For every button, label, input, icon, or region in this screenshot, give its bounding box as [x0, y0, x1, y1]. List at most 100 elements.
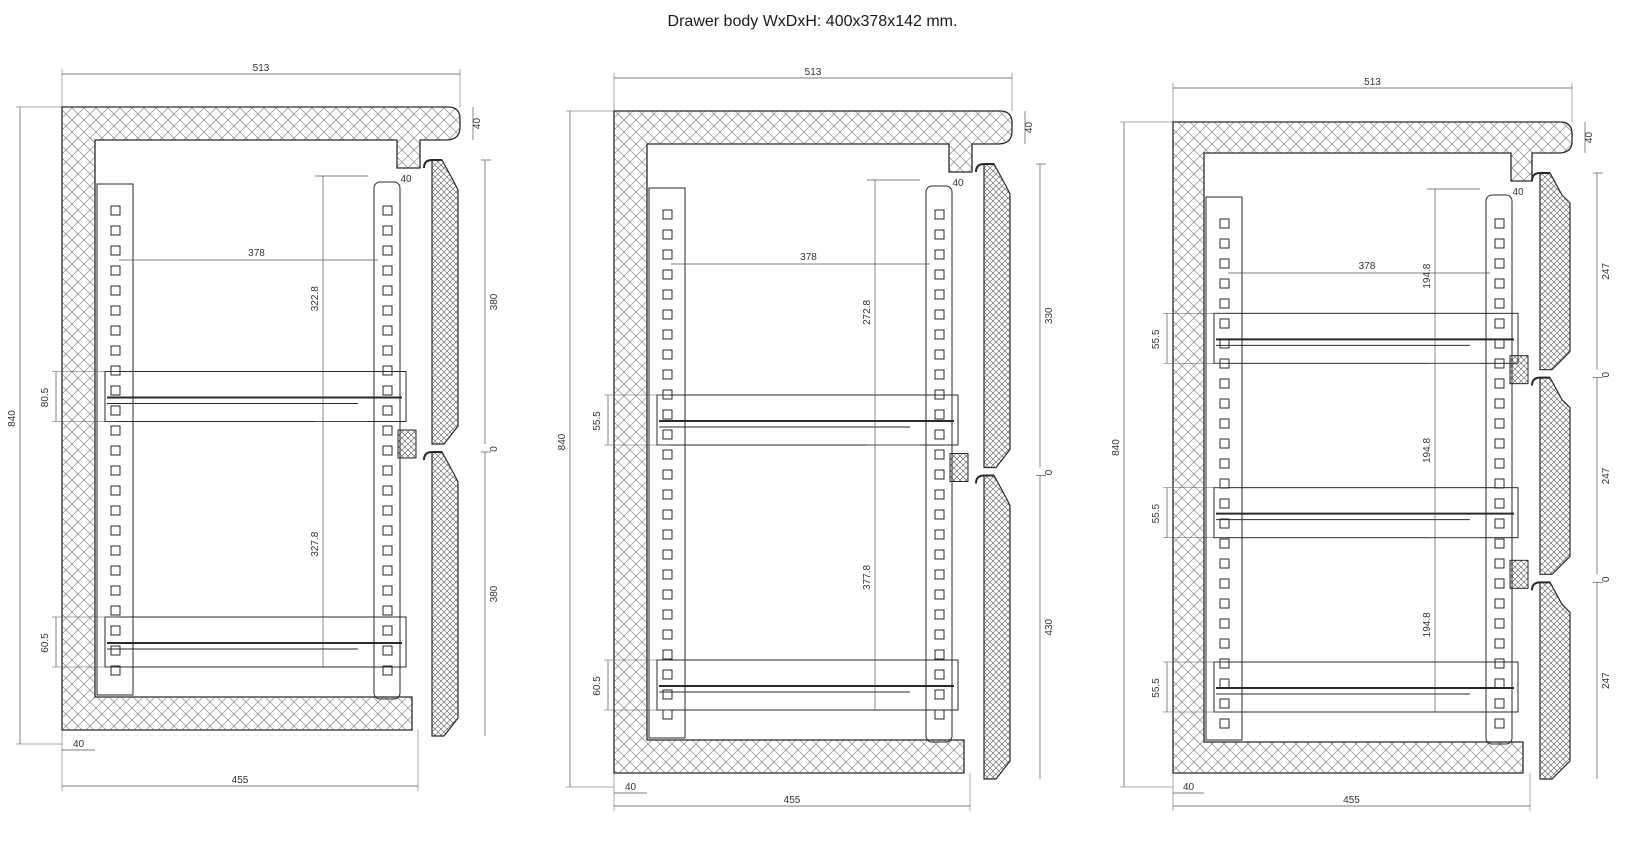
rail-slot [1219, 578, 1230, 589]
rail-slot [1494, 578, 1505, 589]
rail-slot [110, 405, 121, 416]
rail-slot [934, 589, 945, 600]
left-rail [648, 187, 686, 739]
overall-width-label: 513 [253, 63, 270, 74]
overall-height-label: 840 [7, 410, 18, 427]
rail-slot [1219, 418, 1230, 429]
cabinet-view-three-drawer: 24702470247194.855.5194.855.5194.855.537… [1111, 77, 1612, 811]
rail-slot [1494, 418, 1505, 429]
rail-slot [1219, 278, 1230, 289]
drawer-height-label: 377.8 [862, 565, 873, 590]
rail-slot [934, 489, 945, 500]
rail-slot [382, 265, 393, 276]
rail-slot [382, 625, 393, 636]
rail-slot [110, 505, 121, 516]
rail-slot [662, 369, 673, 380]
rail-slot [382, 465, 393, 476]
rail-slot [662, 309, 673, 320]
drawer-front [1539, 581, 1571, 780]
rail-slot [1494, 538, 1505, 549]
rail-slot [934, 289, 945, 300]
drawer-basket [1213, 661, 1519, 713]
rail-slot [1494, 378, 1505, 389]
inner-width-label: 455 [784, 795, 801, 806]
rail-slot [934, 409, 945, 420]
rail-slot [110, 605, 121, 616]
rail-slot [662, 689, 673, 700]
wall-thickness-label: 40 [1183, 782, 1195, 793]
rail-slot [662, 589, 673, 600]
rail-slot [110, 565, 121, 576]
rail-slot [934, 509, 945, 520]
rail-slot [934, 269, 945, 280]
drawer-height-label: 194.8 [1422, 263, 1433, 288]
rail-slot [934, 629, 945, 640]
front-handle [1531, 376, 1550, 386]
rail-slot [934, 649, 945, 660]
seal-block [1509, 355, 1529, 385]
rail-slot [382, 345, 393, 356]
rail-slot [382, 285, 393, 296]
rail-slot [662, 569, 673, 580]
front-height-label: 430 [1044, 618, 1055, 635]
rail-slot [662, 709, 673, 720]
rail-slot [382, 405, 393, 416]
rail-slot [1219, 618, 1230, 629]
rail-slot [110, 485, 121, 496]
rail-slot [662, 629, 673, 640]
rail-slot [662, 609, 673, 620]
rail-slot [1219, 698, 1230, 709]
front-handle [975, 474, 994, 484]
rail-slot [934, 549, 945, 560]
rail-slot [662, 249, 673, 260]
rail-slot [1219, 398, 1230, 409]
drawer-front [431, 451, 459, 737]
rail-slot [110, 645, 121, 656]
front-height-label: 247 [1601, 263, 1612, 280]
rail-slot [1494, 298, 1505, 309]
overall-height-label: 840 [557, 433, 568, 450]
rail-slot [110, 385, 121, 396]
rail-slot [934, 209, 945, 220]
rail-slot [1494, 438, 1505, 449]
rail-slot [662, 329, 673, 340]
rail-slot [662, 289, 673, 300]
drawer-front [431, 159, 459, 445]
rail-offset-label: 55.5 [1151, 678, 1162, 698]
rail-slot [1494, 518, 1505, 529]
drawer-front [983, 474, 1011, 780]
rail-slot [1219, 458, 1230, 469]
rail-slot [110, 545, 121, 556]
rail-slot [110, 465, 121, 476]
cabinet-view-two-drawer-unequal: 3300430272.855.5377.860.5378513455404040… [557, 67, 1055, 811]
gap-label: 0 [1601, 371, 1612, 377]
rail-slot [1494, 318, 1505, 329]
drawer-front [983, 163, 1011, 469]
rail-slot [382, 365, 393, 376]
rail-slot [662, 649, 673, 660]
rail-slot [934, 429, 945, 440]
rail-slot [934, 469, 945, 480]
rail-slot [662, 469, 673, 480]
overall-height-label: 840 [1111, 439, 1122, 456]
right-rail [925, 185, 953, 743]
rail-slot [934, 529, 945, 540]
drawer-depth-label: 378 [1359, 261, 1376, 272]
rail-slot [1219, 258, 1230, 269]
seal-block [949, 453, 969, 482]
front-height-label: 330 [1044, 307, 1055, 324]
rail-slot [110, 625, 121, 636]
rail-slot [662, 449, 673, 460]
rail-slot [934, 569, 945, 580]
seal-block [397, 429, 417, 459]
insulated-body [1172, 121, 1573, 774]
wall-thickness-label: 40 [73, 739, 85, 750]
drawer-height-label: 327.8 [310, 531, 321, 556]
rail-slot [1219, 678, 1230, 689]
rail-offset-label: 60.5 [592, 676, 603, 696]
rail-slot [382, 305, 393, 316]
drawer-basket [104, 616, 407, 668]
rail-slot [934, 309, 945, 320]
rail-slot [1494, 218, 1505, 229]
gap-label: 0 [1044, 469, 1055, 475]
